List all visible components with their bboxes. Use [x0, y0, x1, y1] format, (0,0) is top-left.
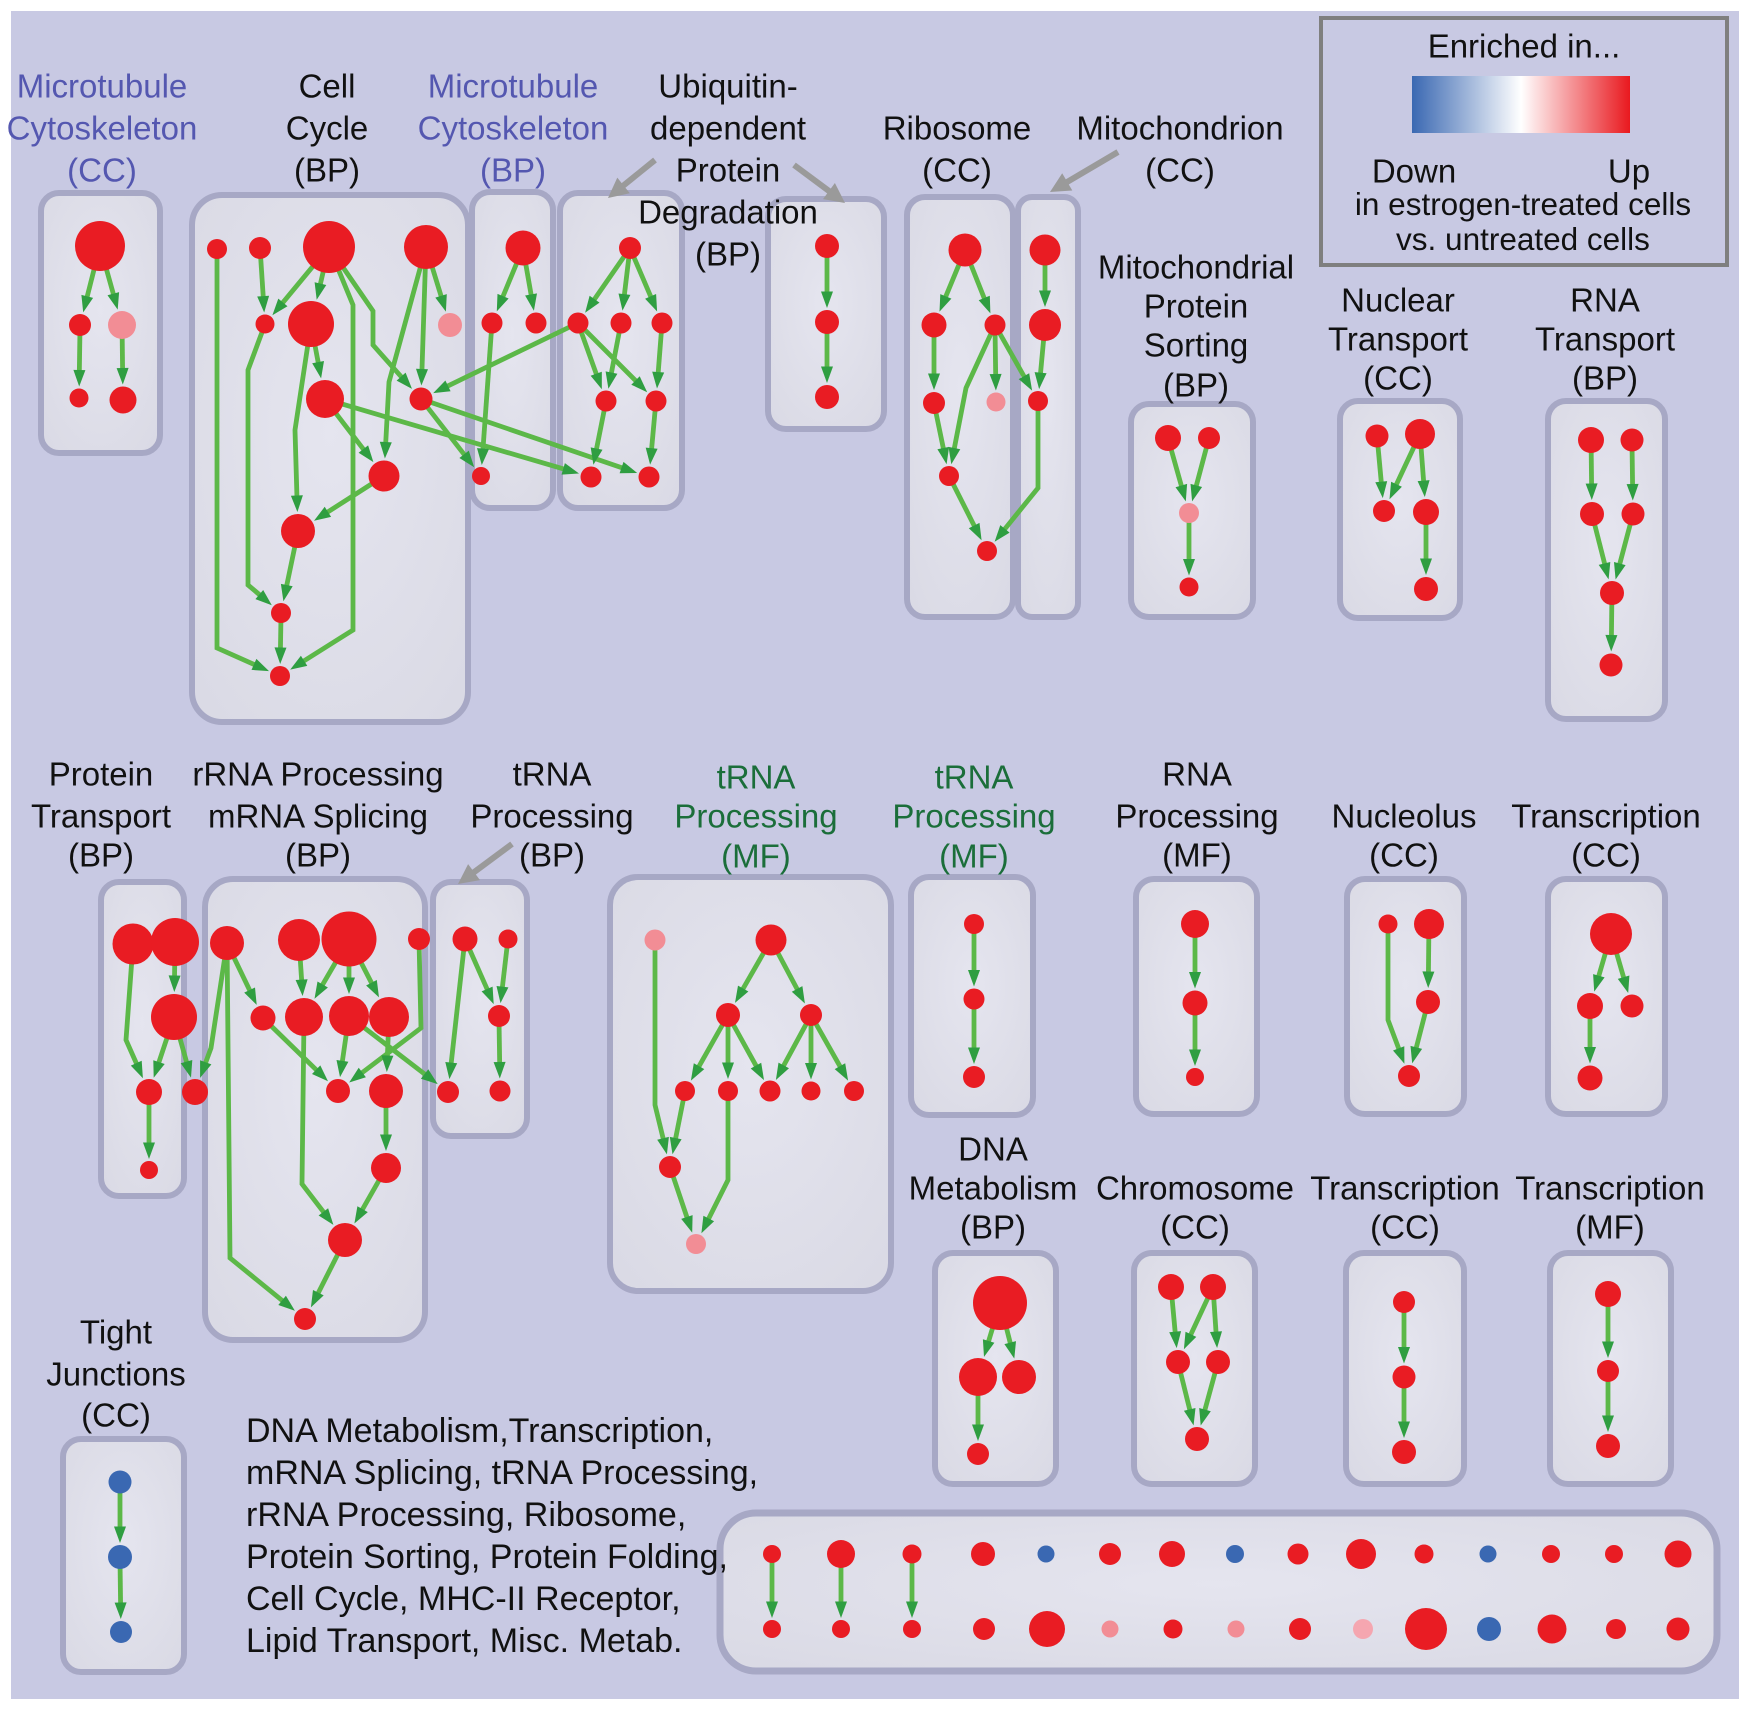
svg-text:(CC): (CC)	[81, 1397, 151, 1434]
svg-text:(BP): (BP)	[519, 837, 585, 874]
svg-text:Microtubule: Microtubule	[17, 68, 188, 105]
svg-text:Processing: Processing	[1115, 798, 1278, 835]
svg-text:DNA Metabolism,Transcription,: DNA Metabolism,Transcription,	[246, 1412, 713, 1450]
svg-text:Protein Sorting, Protein Foldi: Protein Sorting, Protein Folding,	[246, 1538, 728, 1576]
svg-text:tRNA: tRNA	[717, 759, 796, 796]
svg-text:(BP): (BP)	[294, 152, 360, 189]
svg-text:(BP): (BP)	[285, 837, 351, 874]
svg-text:(CC): (CC)	[1363, 360, 1433, 397]
svg-text:Cycle: Cycle	[286, 110, 369, 147]
svg-text:Nuclear: Nuclear	[1341, 282, 1455, 319]
svg-text:Cytoskeleton: Cytoskeleton	[418, 110, 609, 147]
svg-text:(BP): (BP)	[1163, 367, 1229, 404]
svg-text:Ubiquitin-: Ubiquitin-	[658, 68, 797, 105]
svg-text:Processing: Processing	[470, 798, 633, 835]
svg-text:Cell: Cell	[299, 68, 356, 105]
svg-text:(BP): (BP)	[480, 152, 546, 189]
svg-text:(CC): (CC)	[1370, 1209, 1440, 1246]
svg-text:Transcription: Transcription	[1310, 1170, 1500, 1207]
svg-text:Metabolism: Metabolism	[909, 1170, 1078, 1207]
svg-text:(CC): (CC)	[922, 152, 992, 189]
svg-text:mRNA Splicing, tRNA Processing: mRNA Splicing, tRNA Processing,	[246, 1454, 758, 1492]
svg-text:(MF): (MF)	[1162, 837, 1232, 874]
svg-text:(CC): (CC)	[1571, 837, 1641, 874]
svg-text:(CC): (CC)	[1160, 1209, 1230, 1246]
svg-text:Cell Cycle, MHC-II Receptor,: Cell Cycle, MHC-II Receptor,	[246, 1580, 681, 1618]
svg-text:Mitochondrial: Mitochondrial	[1098, 249, 1294, 286]
svg-text:Transport: Transport	[1535, 321, 1675, 358]
svg-text:Junctions: Junctions	[46, 1356, 185, 1393]
svg-text:Processing: Processing	[674, 798, 837, 835]
svg-text:vs. untreated cells: vs. untreated cells	[1396, 221, 1650, 257]
svg-text:Transport: Transport	[31, 798, 171, 835]
svg-text:(CC): (CC)	[1145, 152, 1215, 189]
svg-text:Sorting: Sorting	[1144, 327, 1249, 364]
svg-text:Nucleolus: Nucleolus	[1332, 798, 1477, 835]
svg-text:in estrogen-treated cells: in estrogen-treated cells	[1355, 186, 1691, 222]
svg-text:Up: Up	[1608, 153, 1650, 190]
svg-text:Tight: Tight	[80, 1314, 152, 1351]
svg-text:Transcription: Transcription	[1511, 798, 1701, 835]
svg-text:Down: Down	[1372, 153, 1456, 190]
svg-text:(BP): (BP)	[1572, 360, 1638, 397]
svg-text:rRNA Processing: rRNA Processing	[192, 756, 443, 793]
svg-text:Transcription: Transcription	[1515, 1170, 1705, 1207]
svg-text:(CC): (CC)	[67, 152, 137, 189]
svg-text:tRNA: tRNA	[935, 759, 1014, 796]
svg-text:Enriched in...: Enriched in...	[1428, 28, 1621, 65]
svg-text:(BP): (BP)	[960, 1209, 1026, 1246]
svg-text:Chromosome: Chromosome	[1096, 1170, 1294, 1207]
svg-text:Protein: Protein	[676, 152, 781, 189]
svg-text:RNA: RNA	[1570, 282, 1640, 319]
svg-text:rRNA Processing, Ribosome,: rRNA Processing, Ribosome,	[246, 1496, 686, 1534]
svg-text:(BP): (BP)	[68, 837, 134, 874]
svg-text:Protein: Protein	[49, 756, 154, 793]
svg-text:Mitochondrion: Mitochondrion	[1076, 110, 1283, 147]
svg-text:RNA: RNA	[1162, 756, 1232, 793]
svg-text:(MF): (MF)	[1575, 1209, 1645, 1246]
svg-text:dependent: dependent	[650, 110, 806, 147]
svg-text:Ribosome: Ribosome	[883, 110, 1032, 147]
svg-text:(MF): (MF)	[939, 838, 1009, 875]
svg-text:DNA: DNA	[958, 1131, 1028, 1168]
svg-text:Transport: Transport	[1328, 321, 1468, 358]
svg-text:Protein: Protein	[1144, 288, 1249, 325]
svg-text:Degradation: Degradation	[638, 194, 818, 231]
svg-text:(BP): (BP)	[695, 236, 761, 273]
svg-text:Lipid Transport, Misc. Metab.: Lipid Transport, Misc. Metab.	[246, 1622, 683, 1660]
svg-text:Cytoskeleton: Cytoskeleton	[7, 110, 198, 147]
svg-text:(CC): (CC)	[1369, 837, 1439, 874]
svg-text:(MF): (MF)	[721, 838, 791, 875]
svg-text:Microtubule: Microtubule	[428, 68, 599, 105]
svg-text:tRNA: tRNA	[513, 756, 592, 793]
svg-text:mRNA Splicing: mRNA Splicing	[208, 798, 428, 835]
svg-text:Processing: Processing	[892, 798, 1055, 835]
